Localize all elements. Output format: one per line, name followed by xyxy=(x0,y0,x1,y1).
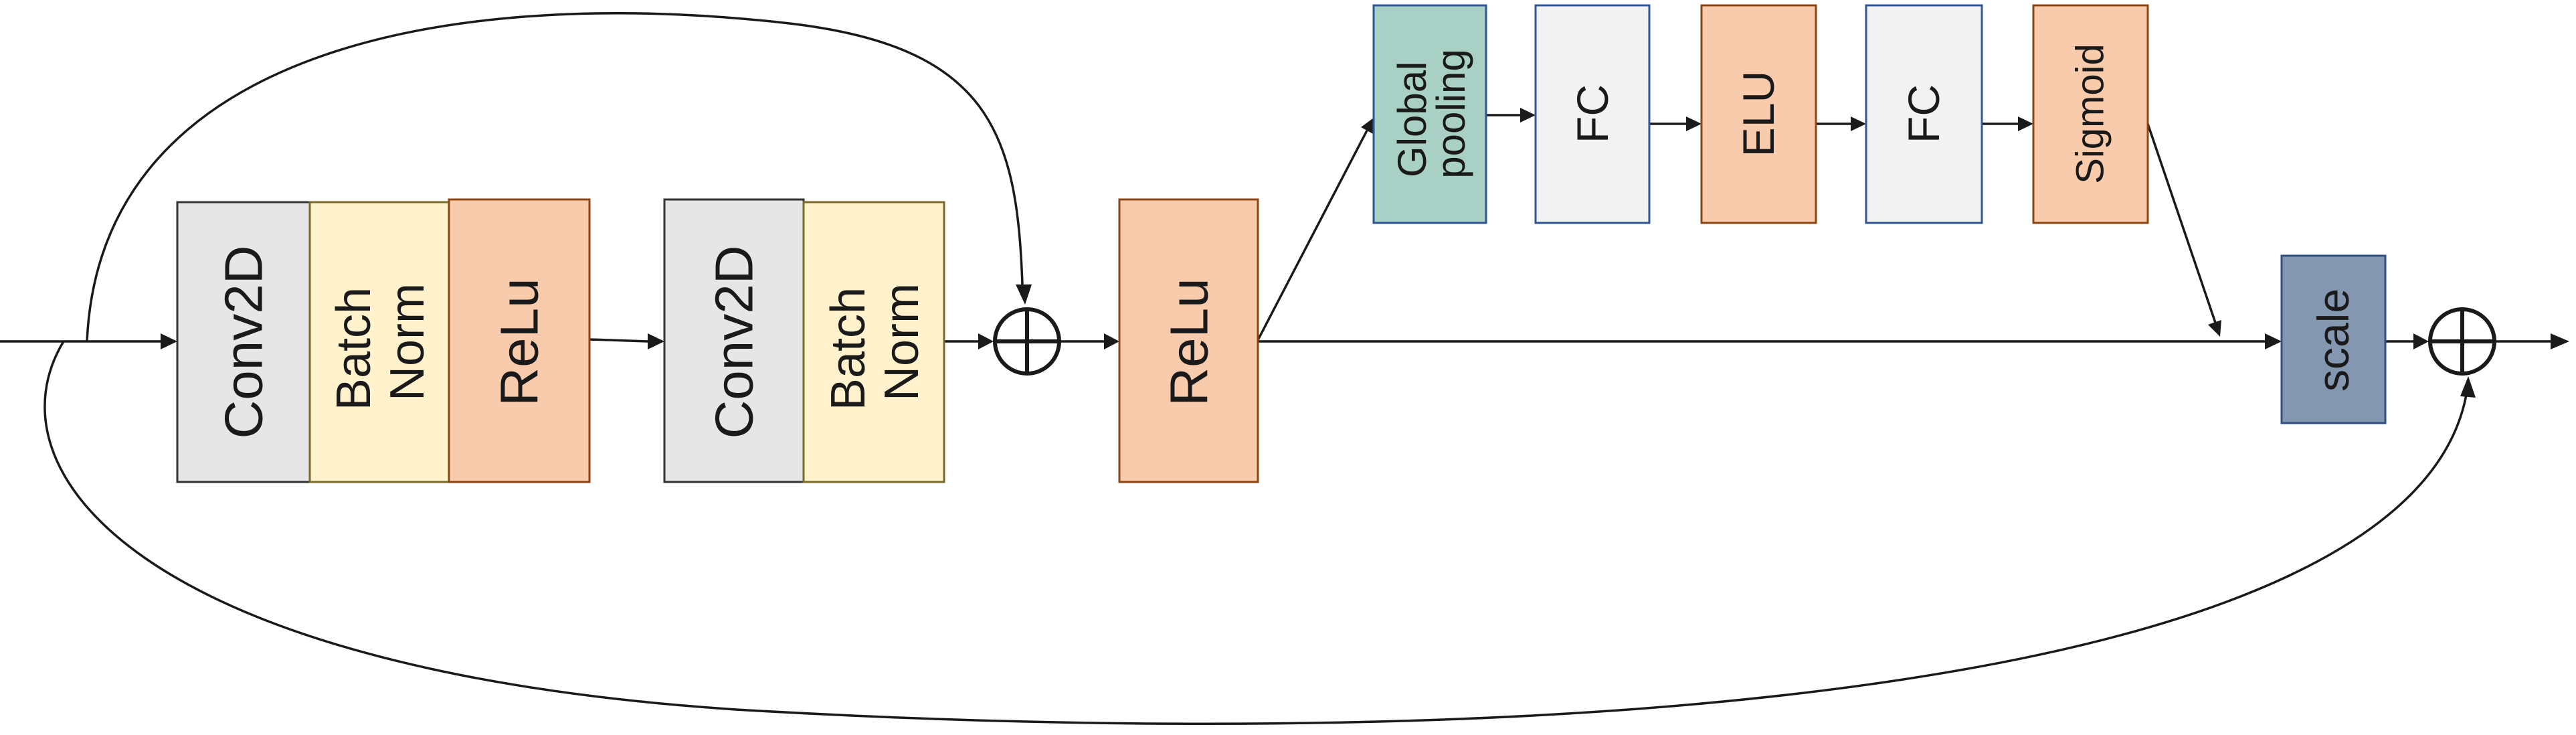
conv2d-block-1-label: Conv2D xyxy=(214,245,274,438)
relu-block-1-box xyxy=(448,198,591,483)
fc-block-1-box xyxy=(1534,4,1651,224)
fc-block-2-box xyxy=(1865,4,1983,224)
elu-block-box xyxy=(1700,4,1817,224)
batchnorm-block-1-line2: Norm xyxy=(381,283,434,401)
scale-block-box xyxy=(2280,254,2387,424)
relu-block-2: ReLu xyxy=(1118,198,1259,483)
fc-block-2-label: FC xyxy=(1899,84,1948,143)
sum-node-2 xyxy=(2428,307,2496,376)
global-pooling-line1: Global xyxy=(1390,62,1435,177)
fc-block-1: FC xyxy=(1534,4,1651,224)
edge-relu1-conv2 xyxy=(588,338,648,343)
sigmoid-block: Sigmoid xyxy=(2032,4,2149,224)
elu-block: ELU xyxy=(1700,4,1817,224)
batchnorm-block-1-line1: Batch xyxy=(327,287,381,410)
arrowhead xyxy=(2018,116,2033,131)
arrowhead xyxy=(648,333,664,349)
edge-sigmoid-scale xyxy=(2146,123,2217,323)
batchnorm-block-1-box xyxy=(308,201,450,483)
scale-block-label: scale xyxy=(2308,289,2358,392)
conv2d-block-1-box xyxy=(176,201,311,483)
arrowhead xyxy=(1520,108,1536,122)
arrowhead xyxy=(1361,118,1374,134)
batchnorm-block-1-label: Batch Norm xyxy=(327,274,434,410)
arrowhead xyxy=(978,333,994,349)
edge-relu2-globalpool xyxy=(1257,130,1368,341)
global-pooling-block: Global pooling xyxy=(1372,4,1487,224)
conv2d-block-1: Conv2D xyxy=(176,201,311,483)
batchnorm-block-2-label: Batch Norm xyxy=(822,274,929,410)
edges xyxy=(0,12,2569,725)
fc-block-1-label: FC xyxy=(1568,84,1617,143)
sigmoid-block-box xyxy=(2032,4,2149,224)
arrowhead xyxy=(1851,116,1866,131)
arrowhead xyxy=(1686,116,1701,131)
arrowhead xyxy=(2208,320,2221,337)
arrowhead xyxy=(2551,333,2569,349)
global-pooling-block-label: Global pooling xyxy=(1390,49,1473,179)
batchnorm-block-2: Batch Norm xyxy=(802,201,945,483)
conv2d-block-2: Conv2D xyxy=(663,198,805,483)
batchnorm-block-2-line1: Batch xyxy=(822,287,875,410)
fc-block-2: FC xyxy=(1865,4,1983,224)
skip-arc-bottom xyxy=(43,341,2468,725)
arrowhead xyxy=(1016,284,1032,305)
global-pooling-line2: pooling xyxy=(1429,49,1473,179)
arrowhead xyxy=(1104,333,1119,349)
relu-block-1: ReLu xyxy=(448,198,591,483)
arrowhead xyxy=(2413,333,2429,349)
batchnorm-block-2-line2: Norm xyxy=(875,283,929,401)
arrowhead xyxy=(161,333,177,349)
relu-block-2-box xyxy=(1118,198,1259,483)
arrowhead xyxy=(2460,376,2476,398)
sum-node-1 xyxy=(993,307,1061,376)
arrowhead xyxy=(2265,333,2282,349)
sigmoid-block-label: Sigmoid xyxy=(2069,44,2112,184)
elu-block-label: ELU xyxy=(1734,71,1783,157)
batchnorm-block-1: Batch Norm xyxy=(308,201,450,483)
relu-block-1-label: ReLu xyxy=(490,278,549,406)
global-pooling-block-box xyxy=(1372,4,1487,224)
relu-block-2-label: ReLu xyxy=(1160,278,1219,406)
batchnorm-block-2-box xyxy=(802,201,945,483)
scale-block: scale xyxy=(2280,254,2387,424)
conv2d-block-2-label: Conv2D xyxy=(705,245,764,438)
skip-arc-top xyxy=(86,12,1024,342)
